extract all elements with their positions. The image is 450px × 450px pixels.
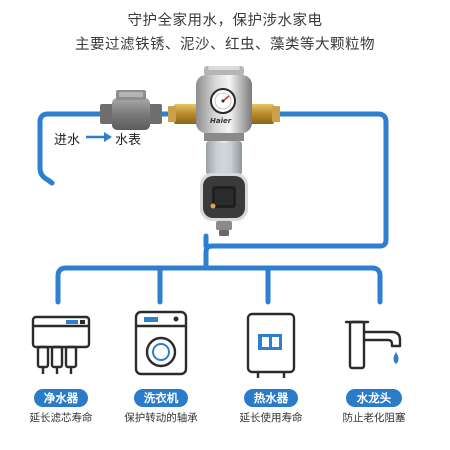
headline-line-1: 守护全家用水，保护涉水家电	[127, 13, 323, 29]
flow-arrow-icon	[86, 132, 112, 142]
appliance-caption-water-heater: 延长使用寿命	[239, 412, 303, 424]
appliance-label-washing-machine: 洗衣机	[134, 389, 188, 407]
water-purifier-icon	[31, 315, 91, 374]
water-heater-icon	[246, 312, 296, 378]
prefilter-icon	[168, 66, 280, 236]
supply-pipe	[37, 111, 389, 305]
appliance-label-faucet: 水龙头	[346, 389, 402, 407]
appliance-label-water-purifier: 净水器	[34, 389, 88, 407]
appliance-caption-washing-machine: 保护转动的轴承	[124, 412, 198, 424]
meter-label: 水表	[115, 133, 142, 148]
faucet-icon	[344, 320, 402, 370]
inlet-pipe-end	[46, 178, 54, 185]
appliance-label-water-heater: 热水器	[244, 389, 298, 407]
water-meter-icon	[100, 90, 162, 130]
inlet-label: 进水	[54, 133, 81, 148]
appliance-caption-faucet: 防止老化阻塞	[342, 412, 406, 424]
brand-logo: Haier	[210, 117, 232, 125]
appliance-caption-water-purifier: 延长滤芯寿命	[29, 412, 93, 424]
washing-machine-icon	[134, 310, 188, 376]
headline-line-2: 主要过滤铁锈、泥沙、红虫、藻类等大颗粒物	[75, 37, 375, 53]
